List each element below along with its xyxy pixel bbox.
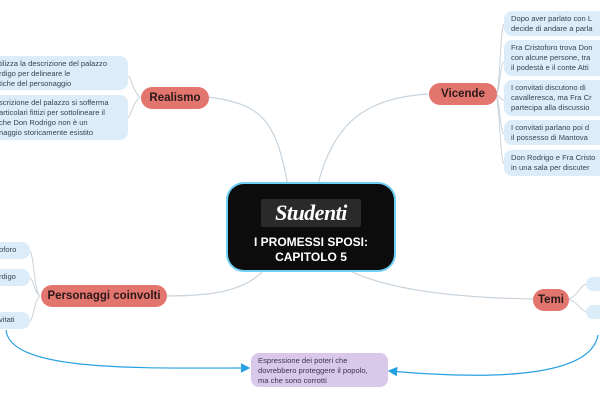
- personaggi-leaf-convitati[interactable]: vitati: [0, 312, 30, 329]
- leaf-line: in una sala per discuter: [511, 163, 590, 172]
- vicende-leaf-1[interactable]: Dopo aver parlato con L decide di andare…: [504, 11, 600, 36]
- central-title: I PROMESSI SPOSI: CAPITOLO 5: [228, 235, 394, 265]
- vicende-leaf-5[interactable]: Don Rodrigo e Fra Cristo in una sala per…: [504, 150, 600, 176]
- arrow-from-personaggi-to-note: [5, 329, 251, 373]
- link-center-temi: [347, 269, 535, 300]
- topic-personaggi-coinvolti[interactable]: Personaggi coinvolti: [41, 285, 167, 307]
- leaf-line: vitati: [0, 315, 15, 324]
- vicende-leaf-2[interactable]: Fra Cristoforo trova Don con alcune pers…: [504, 40, 600, 76]
- note-line: dovrebbero proteggere il popolo,: [258, 366, 368, 375]
- topic-temi[interactable]: Temi: [533, 289, 569, 311]
- leaf-line: Fra Cristoforo trova Don: [511, 43, 593, 52]
- leaf-line: I convitati parlano poi d: [511, 123, 590, 132]
- central-topic[interactable]: Studenti I PROMESSI SPOSI: CAPITOLO 5: [228, 184, 394, 270]
- studenti-logo: Studenti: [261, 199, 361, 227]
- leaf-line: il possesso di Mantova: [511, 133, 588, 142]
- vicende-leaf-3[interactable]: I convitati discutono di cavalleresca, m…: [504, 80, 600, 116]
- leaf-line: I convitati discutono di: [511, 83, 586, 92]
- topic-realismo[interactable]: Realismo: [141, 87, 209, 109]
- leaf-line: naggio storicamente esistito: [0, 128, 94, 137]
- leaf-line: articolari fittizi per sottolineare il: [0, 108, 105, 117]
- temi-leaf-1[interactable]: [586, 277, 600, 291]
- realismo-leaf-2[interactable]: scrizione del palazzo si sofferma artico…: [0, 95, 128, 140]
- leaf-line: partecipa alla discussio: [511, 103, 590, 112]
- link-vicende-leaves: [495, 23, 505, 165]
- arrow-from-temi-to-note: [387, 334, 599, 377]
- link-realismo-leaf1: [127, 75, 141, 98]
- link-center-vicende: [317, 93, 429, 185]
- note-line: ma che sono corrotti: [258, 376, 327, 385]
- central-title-line-2: CAPITOLO 5: [275, 250, 347, 264]
- personaggi-leaf-fra-cristoforo[interactable]: oforo: [0, 242, 30, 259]
- temi-leaf-2[interactable]: [586, 305, 600, 319]
- leaf-line: Don Rodrigo e Fra Cristo: [511, 153, 596, 162]
- leaf-line: rdigo: [0, 272, 16, 281]
- link-temi-leaves: [567, 283, 587, 313]
- leaf-line: tiche del personaggio: [0, 79, 72, 88]
- personaggi-leaf-don-rodrigo[interactable]: rdigo: [0, 269, 30, 286]
- leaf-line: Dopo aver parlato con L: [511, 14, 593, 23]
- leaf-line: il podestà e il conte Atti: [511, 63, 589, 72]
- leaf-line: oforo: [0, 245, 17, 254]
- topic-vicende[interactable]: Vicende: [429, 83, 497, 105]
- vicende-leaf-4[interactable]: I convitati parlano poi d il possesso di…: [504, 120, 600, 145]
- note-line: Espressione dei poteri che: [258, 356, 348, 365]
- leaf-line: tilizza la descrizione del palazzo: [0, 59, 108, 68]
- link-realismo-leaf2: [127, 96, 141, 119]
- link-center-realismo: [207, 96, 289, 187]
- central-title-line-1: I PROMESSI SPOSI:: [253, 235, 369, 249]
- leaf-line: decide di andare a parla: [511, 24, 593, 33]
- link-center-personaggi: [165, 269, 265, 297]
- leaf-line: scrizione del palazzo si sofferma: [0, 98, 109, 107]
- note-poteri-corrotti[interactable]: Espressione dei poteri che dovrebbero pr…: [251, 353, 388, 387]
- link-personaggi-leaves: [29, 250, 41, 322]
- leaf-line: con alcune persone, tra: [511, 53, 591, 62]
- leaf-line: che Don Rodrigo non è un: [0, 118, 88, 127]
- leaf-line: cavalleresca, ma Fra Cr: [511, 93, 592, 102]
- leaf-line: rdigo per delineare le: [0, 69, 71, 78]
- realismo-leaf-1[interactable]: tilizza la descrizione del palazzo rdigo…: [0, 56, 128, 90]
